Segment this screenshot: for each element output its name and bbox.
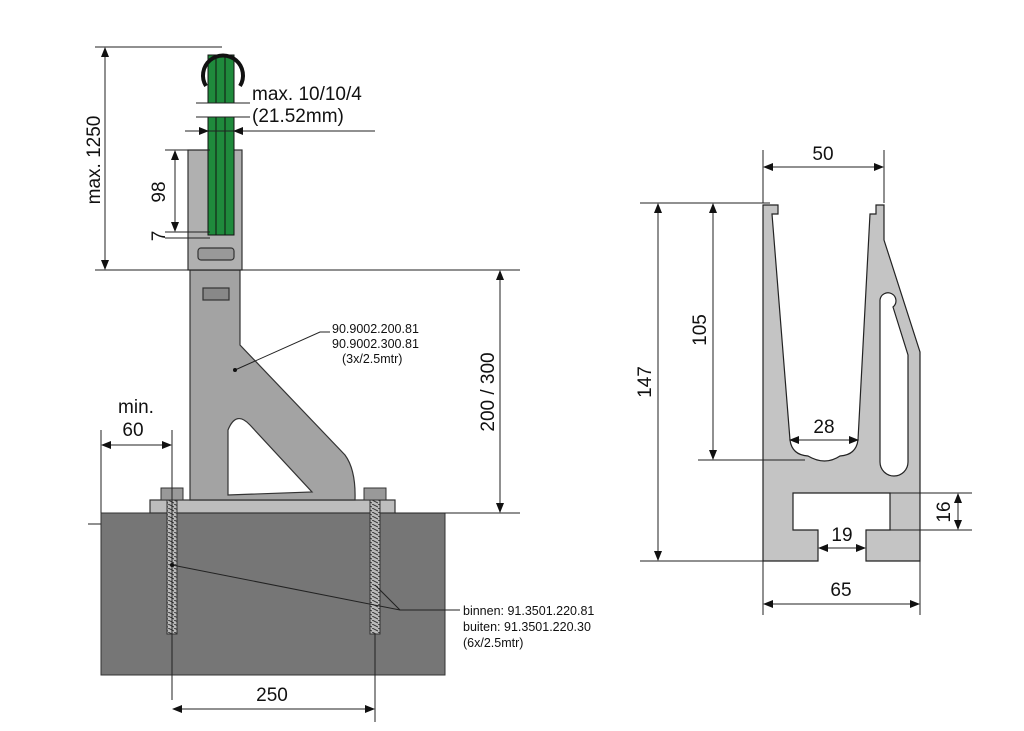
- profile-body: [762, 204, 921, 562]
- dim-edge-distance: min. 60: [100, 397, 173, 700]
- dim-clamp-depth-label: 98: [149, 181, 170, 202]
- dim-glass-thickness: max. 10/10/4 (21.52mm): [185, 84, 375, 135]
- glass-spec-label: max. 10/10/4: [252, 84, 362, 105]
- dim-post-height: 200 / 300: [395, 270, 520, 514]
- dim-edge-label-value: 60: [122, 420, 143, 441]
- anchor-ref-line: (6x/2.5mtr): [463, 636, 523, 650]
- post-ref-line: 90.9002.200.81: [332, 322, 419, 336]
- post-bracket: [189, 269, 356, 501]
- post-reference-callout: 90.9002.200.81 90.9002.300.81 (3x/2.5mtr…: [233, 322, 419, 372]
- handrail-cap: [201, 53, 245, 88]
- dim-slot-opening: 19: [818, 525, 866, 552]
- dim-gap-label: 7: [149, 231, 170, 242]
- dim-top-width-label: 50: [812, 144, 833, 165]
- anchor-reference-callout: binnen: 91.3501.220.81 buiten: 91.3501.2…: [170, 563, 594, 650]
- dim-edge-label-min: min.: [118, 397, 154, 418]
- dim-anchor-spacing-label: 250: [256, 685, 288, 706]
- dim-anchor-spacing: 250: [172, 634, 376, 722]
- dim-channel-depth-label: 105: [690, 314, 711, 346]
- dim-base-width-label: 65: [830, 580, 851, 601]
- post-ref-line: 90.9002.300.81: [332, 337, 419, 351]
- dim-profile-height-label: 147: [635, 366, 656, 398]
- base-plate: [149, 499, 396, 514]
- dim-top-width: 50: [762, 144, 885, 203]
- dim-total-height: max. 1250: [84, 46, 520, 271]
- concrete-block: [100, 512, 446, 676]
- dim-total-height-label: max. 1250: [84, 116, 105, 205]
- dim-clamp-depth: 98 7: [149, 149, 210, 242]
- dim-channel-depth: 105: [690, 203, 805, 461]
- glass-thickness-label: (21.52mm): [252, 106, 344, 127]
- dim-post-height-label: 200 / 300: [478, 352, 499, 431]
- anchor-nut-outer: [363, 487, 387, 501]
- anchor-ref-line: binnen: 91.3501.220.81: [463, 604, 594, 618]
- dim-profile-height: 147: [635, 202, 770, 562]
- dim-base-width: 65: [762, 561, 921, 615]
- clamp-bolt: [197, 247, 235, 261]
- anchor-ref-line: buiten: 91.3501.220.30: [463, 620, 591, 634]
- dim-slot-opening-label: 19: [831, 525, 852, 546]
- profile-cross-section: 50 147 105 28 16 19: [635, 144, 972, 615]
- post-ref-line: (3x/2.5mtr): [342, 352, 402, 366]
- dim-channel-width: 28: [789, 417, 859, 444]
- dim-channel-width-label: 28: [813, 417, 834, 438]
- glass-panel: [200, 54, 242, 236]
- clamp-nut: [202, 287, 230, 301]
- left-assembly-view: max. 1250 max. 10/10/4 (21.52mm) 98 7 20…: [84, 46, 594, 722]
- anchor-rod-outer: [369, 491, 381, 635]
- dim-slot-height-label: 16: [934, 501, 955, 522]
- dim-slot-height: 16: [890, 492, 972, 531]
